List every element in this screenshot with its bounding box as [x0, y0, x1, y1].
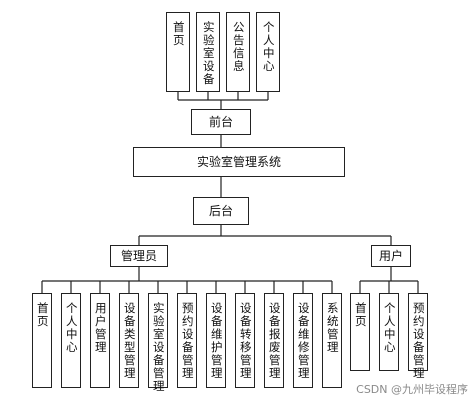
- admin-module-transfer-management-label: 设备转移管理: [238, 302, 253, 380]
- system-node: 实验室管理系统: [133, 147, 345, 177]
- admin-module-booking-management-label: 预约设备管理: [180, 302, 195, 380]
- admin-module-maintenance-management-label: 设备维护管理: [209, 302, 224, 380]
- front-module-announcements: 公告信息: [226, 12, 250, 92]
- front-module-lab-equipment: 实验室设备: [196, 12, 220, 92]
- admin-module-equipment-type-management: 设备类型管理: [119, 293, 139, 388]
- front-node-label: 前台: [208, 115, 233, 129]
- admin-module-transfer-management: 设备转移管理: [235, 293, 255, 388]
- admin-module-lab-equipment-management-label: 实验室设备管理: [151, 302, 166, 393]
- front-module-personal-center: 个人中心: [256, 12, 280, 92]
- admin-module-scrap-management-label: 设备报废管理: [267, 302, 282, 380]
- admin-module-equipment-type-management-label: 设备类型管理: [122, 302, 137, 380]
- admin-module-home-label: 首页: [35, 302, 50, 328]
- admin-module-repair-management-label: 设备维修管理: [296, 302, 311, 380]
- admin-module-booking-management: 预约设备管理: [177, 293, 197, 388]
- admin-module-user-management-label: 用户管理: [93, 302, 108, 354]
- admin-module-personal-center-label: 个人中心: [64, 302, 79, 354]
- admin-module-home: 首页: [32, 293, 52, 388]
- admin-node: 管理员: [110, 245, 168, 267]
- admin-module-maintenance-management: 设备维护管理: [206, 293, 226, 388]
- front-module-announcements-label: 公告信息: [231, 21, 246, 73]
- user-node: 用户: [371, 245, 411, 267]
- front-module-personal-center-label: 个人中心: [261, 21, 276, 73]
- admin-node-label: 管理员: [120, 249, 157, 263]
- user-module-personal-center: 个人中心: [379, 293, 399, 371]
- admin-module-system-management: 系统管理: [322, 293, 342, 388]
- user-module-personal-center-label: 个人中心: [382, 302, 397, 354]
- user-module-home: 首页: [350, 293, 370, 371]
- user-node-label: 用户: [378, 249, 403, 263]
- system-node-label: 实验室管理系统: [196, 155, 281, 169]
- user-module-booking-management: 预约设备管理: [408, 293, 428, 380]
- front-module-home-label: 首页: [171, 21, 186, 47]
- back-node-label: 后台: [208, 204, 233, 218]
- user-module-booking-management-label: 预约设备管理: [411, 302, 426, 380]
- admin-module-lab-equipment-management: 实验室设备管理: [148, 293, 168, 393]
- admin-module-system-management-label: 系统管理: [325, 302, 340, 354]
- admin-module-scrap-management: 设备报废管理: [264, 293, 284, 388]
- front-module-home: 首页: [166, 12, 190, 92]
- admin-module-user-management: 用户管理: [90, 293, 110, 388]
- admin-module-repair-management: 设备维修管理: [293, 293, 313, 388]
- csdn-watermark: CSDN @九州毕设程序: [356, 383, 468, 396]
- front-module-lab-equipment-label: 实验室设备: [201, 21, 216, 86]
- user-module-home-label: 首页: [353, 302, 368, 328]
- back-node: 后台: [193, 197, 249, 225]
- admin-module-personal-center: 个人中心: [61, 293, 81, 388]
- front-node: 前台: [191, 109, 251, 135]
